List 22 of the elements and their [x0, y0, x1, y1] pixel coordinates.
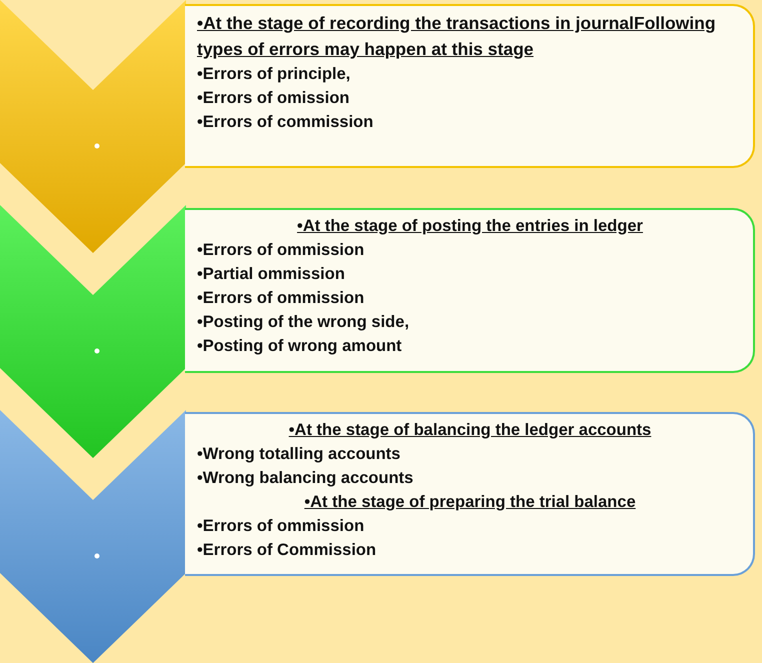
stage-heading: •At the stage of preparing the trial balance: [303, 492, 637, 513]
error-item: •Errors of omission: [197, 88, 350, 109]
text-panel: [185, 412, 755, 576]
error-item: •Errors of principle,: [197, 64, 352, 85]
chevron-band: [0, 0, 186, 253]
stage-heading: •At the stage of recording the transactions in journalFollowing types of errors may happen at this stage: [197, 12, 717, 61]
error-item: •Errors of commission: [197, 112, 374, 133]
error-item: •Errors of ommission: [197, 288, 366, 309]
error-item: •Errors of Commission: [197, 540, 378, 561]
error-item: •Errors of ommission: [197, 240, 366, 261]
error-item: •Wrong totalling accounts: [197, 444, 402, 465]
error-item: •Errors of ommission: [197, 516, 366, 537]
text-panel: [185, 4, 755, 168]
error-item: •Posting of wrong amount: [197, 336, 403, 357]
text-panel: [185, 208, 755, 373]
chevron-band: [0, 410, 186, 663]
error-item: •Posting of the wrong side,: [197, 312, 410, 333]
chevron-band: [0, 205, 186, 458]
stage-heading: •At the stage of posting the entries in ledger: [296, 216, 644, 237]
error-item: •Wrong balancing accounts: [197, 468, 414, 489]
stage-heading: •At the stage of balancing the ledger accounts: [288, 420, 652, 441]
error-item: •Partial ommission: [197, 264, 346, 285]
